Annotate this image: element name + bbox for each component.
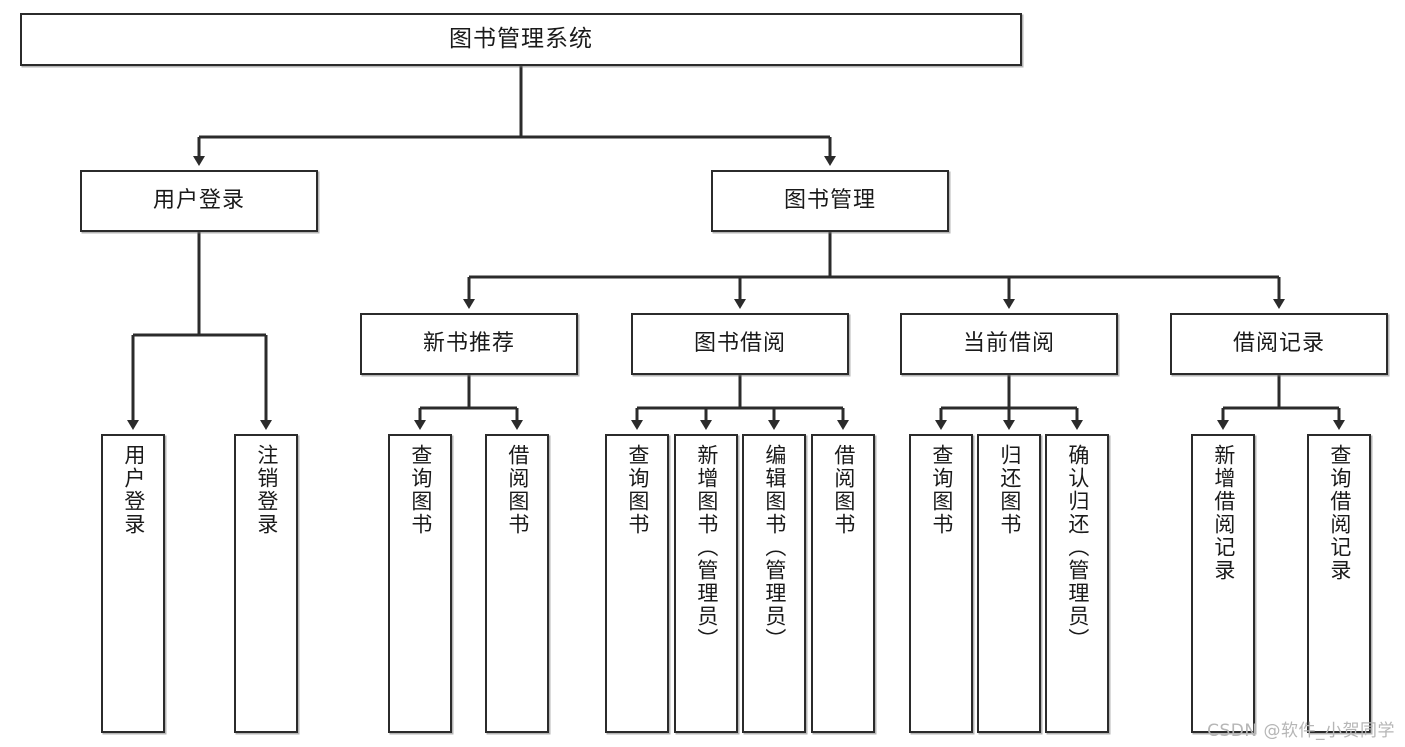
node-label: 图书借阅 <box>693 331 786 357</box>
node-label: 查询图书 <box>625 444 650 536</box>
node-label: 新书推荐 <box>422 331 515 357</box>
node-label: 注销登录 <box>254 444 279 536</box>
node-label: 查询图书 <box>929 444 954 536</box>
leaf-add-book-admin[interactable]: 新增图书（管理员） <box>674 434 738 733</box>
node-label: 新增借阅记录 <box>1211 444 1236 582</box>
leaf-logout[interactable]: 注销登录 <box>234 434 298 733</box>
leaf-user-login[interactable]: 用户登录 <box>101 434 165 733</box>
node-label: 用户登录 <box>152 188 245 214</box>
node-label: 归还图书 <box>997 444 1022 536</box>
node-current-borrow[interactable]: 当前借阅 <box>900 313 1118 375</box>
node-label: 借阅记录 <box>1232 331 1325 357</box>
leaf-borrow-book-recommend[interactable]: 借阅图书 <box>485 434 549 733</box>
node-label: 查询借阅记录 <box>1327 444 1352 582</box>
leaf-query-borrow-record[interactable]: 查询借阅记录 <box>1307 434 1371 733</box>
leaf-query-book-borrow[interactable]: 查询图书 <box>605 434 669 733</box>
node-book-management[interactable]: 图书管理 <box>711 170 949 232</box>
node-label: 图书管理 <box>783 188 876 214</box>
leaf-query-book-recommend[interactable]: 查询图书 <box>388 434 452 733</box>
leaf-borrow-book[interactable]: 借阅图书 <box>811 434 875 733</box>
csdn-watermark: CSDN @软件_小贺同学 <box>1207 721 1395 741</box>
leaf-edit-book-admin[interactable]: 编辑图书（管理员） <box>742 434 806 733</box>
node-label: 借阅图书 <box>831 444 856 536</box>
node-label: 编辑图书（管理员） <box>762 444 787 651</box>
leaf-add-borrow-record[interactable]: 新增借阅记录 <box>1191 434 1255 733</box>
node-label: 确认归还（管理员） <box>1065 444 1090 651</box>
leaf-confirm-return-admin[interactable]: 确认归还（管理员） <box>1045 434 1109 733</box>
node-user-login[interactable]: 用户登录 <box>80 170 318 232</box>
node-label: 新增图书（管理员） <box>694 444 719 651</box>
node-label: 用户登录 <box>121 444 146 536</box>
node-borrow-record[interactable]: 借阅记录 <box>1170 313 1388 375</box>
node-label: 查询图书 <box>408 444 433 536</box>
node-new-book-recommend[interactable]: 新书推荐 <box>360 313 578 375</box>
node-label: 图书管理系统 <box>449 25 593 52</box>
leaf-query-book-current[interactable]: 查询图书 <box>909 434 973 733</box>
node-label: 借阅图书 <box>505 444 530 536</box>
node-label: 当前借阅 <box>962 331 1055 357</box>
node-root-system[interactable]: 图书管理系统 <box>20 13 1022 66</box>
node-book-borrow[interactable]: 图书借阅 <box>631 313 849 375</box>
leaf-return-book[interactable]: 归还图书 <box>977 434 1041 733</box>
